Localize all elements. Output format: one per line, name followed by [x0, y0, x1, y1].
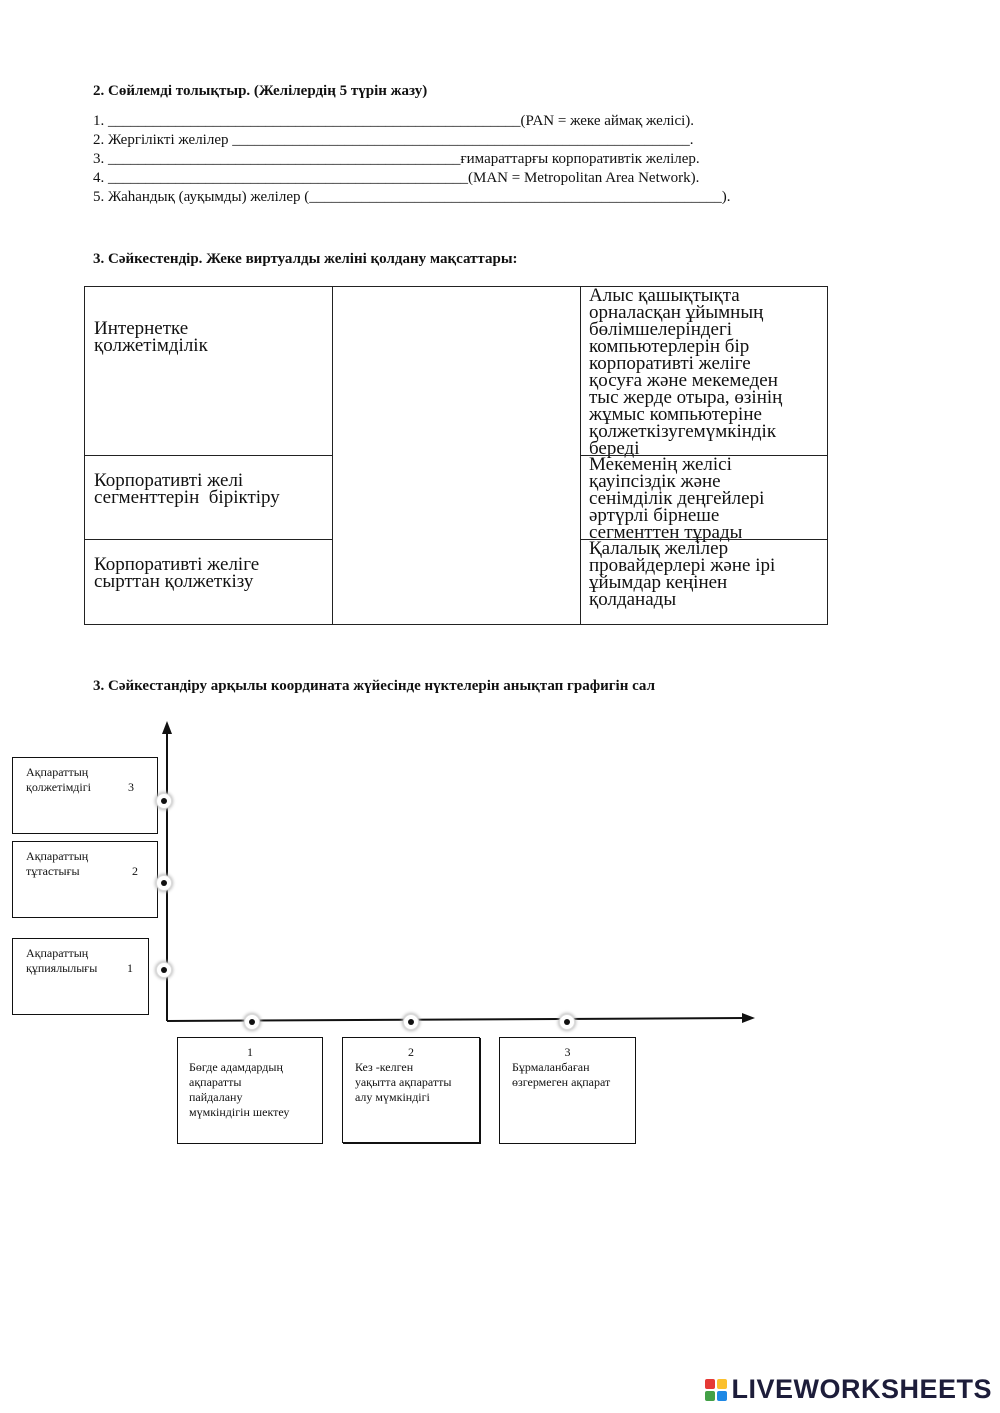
- right-item-line: корпоративті желіге: [589, 353, 751, 374]
- line-prefix: 3.: [93, 151, 108, 167]
- line-prefix: 4.: [93, 170, 108, 186]
- logo-square-icon: [717, 1390, 728, 1401]
- right-item-line: қауіпсіздік және: [589, 471, 721, 492]
- line-prefix: 2. Жергілікті желілер: [93, 132, 233, 148]
- y-point-3[interactable]: [156, 793, 172, 809]
- right-item-line: береді: [589, 438, 640, 459]
- line-prefix: 5. Жаһандық (ауқымды) желілер (: [93, 189, 310, 205]
- section4-heading: 3. Сәйкестандіру арқылы координата жүйес…: [93, 678, 655, 694]
- y-label-number: 2: [132, 864, 138, 878]
- x-point-1[interactable]: [244, 1014, 260, 1030]
- fill-in-line-3: 3. _____________________________________…: [93, 151, 700, 168]
- line-suffix: ғимараттарғы корпоративтік желілер.: [460, 151, 700, 167]
- y-label-text: Ақпараттың құпиялылығы: [26, 946, 98, 975]
- fill-in-line-2: 2. Жергілікті желілер __________________…: [93, 132, 694, 149]
- section2-heading: 2. Сөйлемді толықтыр. (Желілердің 5 түрі…: [93, 83, 428, 99]
- y-point-2[interactable]: [156, 875, 172, 891]
- x-label-text: Бөгде адамдардың ақпаратты пайдалану мүм…: [189, 1060, 290, 1119]
- answer-blank[interactable]: ________________________________________…: [309, 189, 722, 205]
- y-label-number: 3: [128, 780, 134, 794]
- x-label-text: Кез -келген уақытта ақпаратты алу мүмкін…: [355, 1060, 452, 1104]
- right-item-line: қосуға және мекемеден: [589, 370, 778, 391]
- left-item-label: Интернетке қолжетімділік: [94, 318, 208, 356]
- logo-square-icon: [705, 1390, 716, 1401]
- right-item-line: сенімділік деңгейлері: [589, 488, 765, 509]
- right-item-line: тыс жерде отыра, өзінің: [589, 387, 783, 408]
- right-item-line: жұмыс компьютеріне: [589, 404, 762, 425]
- y-label-text: Ақпараттың қолжетімдігі: [26, 765, 91, 794]
- line-prefix: 1.: [93, 113, 108, 129]
- right-item-line: ұйымдар кеңінен: [589, 572, 728, 593]
- x-label-number: 1: [247, 1045, 253, 1059]
- right-item-line: қолданады: [589, 589, 677, 610]
- answer-blank[interactable]: ________________________________________…: [108, 113, 521, 129]
- x-label-number: 2: [408, 1045, 414, 1059]
- fill-in-line-1: 1. _____________________________________…: [93, 113, 694, 130]
- logo-square-icon: [717, 1378, 728, 1389]
- left-item-label: Корпоративті желіге сырттан қолжеткізу: [94, 554, 260, 592]
- line-suffix: .: [689, 132, 694, 148]
- fill-in-line-4: 4. _____________________________________…: [93, 170, 699, 187]
- x-label-box-2: 2 Кез -келген уақытта ақпаратты алу мүмк…: [342, 1037, 480, 1143]
- section3-heading: 3. Сәйкестендір. Жеке виртуалды желіні қ…: [93, 251, 518, 267]
- right-item-line: Қалалық желілер: [589, 538, 729, 559]
- x-axis-arrow-icon: [742, 1013, 755, 1023]
- answer-blank[interactable]: ________________________________________…: [232, 132, 690, 148]
- right-item-line: бөлімшелеріндегі: [589, 319, 733, 340]
- liveworksheets-logo: LIVEWORKSHEETS: [705, 1374, 992, 1405]
- right-item-line: әртүрлі бірнеше: [589, 505, 720, 526]
- left-item-label: Корпоративті желі сегменттерін біріктіру: [94, 470, 280, 508]
- logo-mark-icon: [705, 1378, 728, 1401]
- right-item-line: компьютерлерін бір: [589, 336, 750, 357]
- right-item-line: орналасқан ұйымның: [589, 302, 764, 323]
- line-suffix: ).: [721, 189, 731, 205]
- line-suffix: (PAN = жеке аймақ желісі).: [520, 113, 695, 129]
- right-item-line: Мекеменің желісі: [589, 454, 732, 475]
- x-label-box-3: 3 Бұрмаланбаған өзгермеген ақпарат: [499, 1037, 636, 1144]
- y-axis-arrow-icon: [162, 721, 172, 734]
- answer-blank[interactable]: ________________________________________…: [108, 170, 468, 186]
- x-point-3[interactable]: [559, 1014, 575, 1030]
- x-label-number: 3: [564, 1045, 571, 1059]
- right-item-line: сегменттен тұрады: [589, 522, 743, 543]
- logo-square-icon: [705, 1378, 716, 1389]
- answer-blank[interactable]: ________________________________________…: [108, 151, 461, 167]
- y-point-1[interactable]: [156, 962, 172, 978]
- line-suffix: (MAN = Metropolitan Area Network).: [468, 170, 700, 186]
- right-item-line: Алыс қашықтықта: [589, 285, 740, 306]
- x-point-2[interactable]: [403, 1014, 419, 1030]
- logo-text: LIVEWORKSHEETS: [731, 1374, 992, 1404]
- table-cell-left-3: Корпоративті желіге сырттан қолжеткізу: [84, 539, 333, 625]
- y-label-box-2: Ақпараттың тұтастығы 2: [12, 841, 158, 918]
- y-label-box-1: Ақпараттың құпиялылығы 1: [12, 938, 149, 1015]
- right-item-line: провайдерлері және ірі: [589, 555, 776, 576]
- y-label-box-3: Ақпараттың қолжетімдігі 3: [12, 757, 158, 834]
- y-label-number: 1: [127, 961, 133, 975]
- x-label-text: Бұрмаланбаған өзгермеген ақпарат: [512, 1060, 611, 1089]
- x-axis: [166, 1017, 746, 1022]
- y-label-text: Ақпараттың тұтастығы: [26, 849, 89, 878]
- fill-in-line-5: 5. Жаһандық (ауқымды) желілер (_________…: [93, 189, 730, 206]
- table-cell-left-1: Интернетке қолжетімділік: [84, 286, 333, 456]
- x-label-box-1: 1 Бөгде адамдардың ақпаратты пайдалану м…: [177, 1037, 323, 1144]
- right-item-line: қолжеткізугемүмкіндік: [589, 421, 777, 442]
